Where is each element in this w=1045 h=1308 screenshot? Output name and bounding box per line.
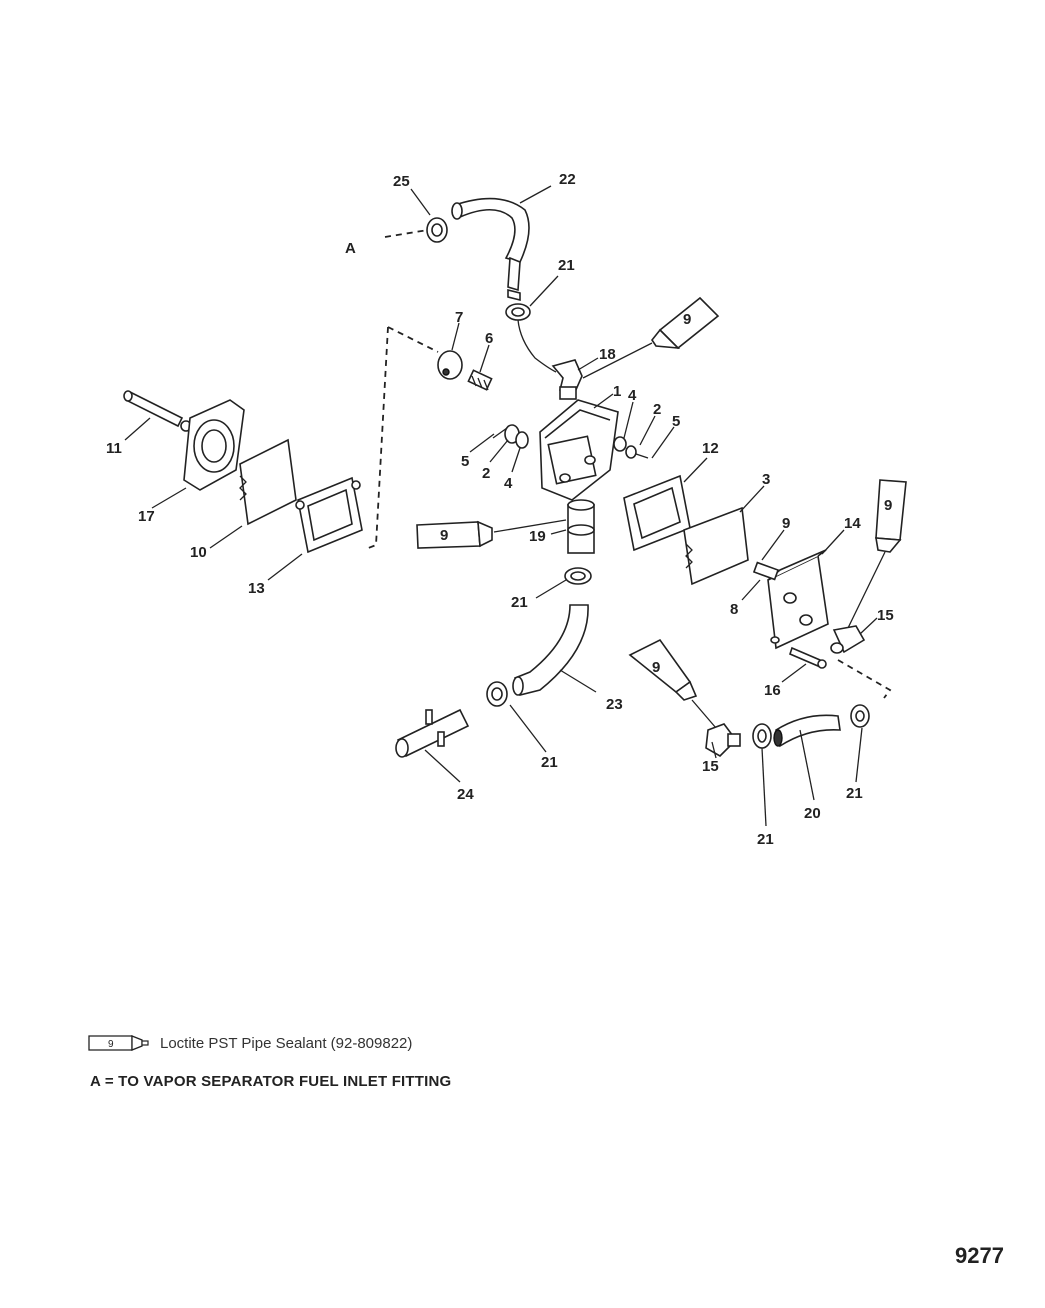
gasket-13 bbox=[295, 476, 363, 554]
callout-4-right: 4 bbox=[628, 387, 637, 404]
clamp-25 bbox=[426, 217, 448, 243]
elbow-fitting-18 bbox=[551, 359, 583, 400]
fitting-15-right bbox=[830, 625, 866, 654]
callout-21-middle: 21 bbox=[511, 594, 528, 611]
diaphragm-7 bbox=[437, 350, 463, 380]
callout-9: 9 bbox=[782, 515, 790, 532]
diaphragm-3 bbox=[683, 506, 749, 586]
tee-fitting-24 bbox=[395, 708, 470, 758]
hose-20 bbox=[773, 714, 841, 748]
svg-text:9: 9 bbox=[683, 311, 691, 328]
callout-12: 12 bbox=[702, 440, 719, 457]
sealant-tube-icon: 9 bbox=[88, 1035, 149, 1051]
callout-3: 3 bbox=[762, 471, 770, 488]
pin-11 bbox=[123, 390, 192, 432]
callout-2-right: 2 bbox=[653, 401, 661, 418]
svg-text:9: 9 bbox=[108, 1039, 114, 1050]
callout-21-top: 21 bbox=[558, 257, 575, 274]
callout-labels: 25 22 A 21 7 6 18 1 4 2 5 5 2 4 11 17 10… bbox=[106, 171, 894, 848]
callout-18: 18 bbox=[599, 346, 616, 363]
callout-10: 10 bbox=[190, 544, 207, 561]
hose-23 bbox=[512, 604, 589, 696]
clamp-21-top bbox=[505, 303, 531, 321]
legend: 9 Loctite PST Pipe Sealant (92-809822) bbox=[88, 1033, 412, 1053]
callout-5-left: 5 bbox=[461, 453, 469, 470]
callout-11: 11 bbox=[106, 440, 122, 457]
callout-7: 7 bbox=[455, 309, 463, 326]
svg-text:9: 9 bbox=[440, 527, 448, 544]
hose-22 bbox=[451, 197, 530, 302]
fitting-15-bottom bbox=[705, 723, 741, 757]
screw-16 bbox=[789, 646, 827, 669]
callout-24: 24 bbox=[457, 786, 474, 803]
callout-a: A bbox=[345, 240, 356, 257]
callout-5-right: 5 bbox=[672, 413, 680, 430]
callout-19: 19 bbox=[529, 528, 546, 545]
legend-text: Loctite PST Pipe Sealant (92-809822) bbox=[160, 1034, 413, 1052]
callout-21-bottom-right: 21 bbox=[846, 785, 863, 802]
gasket-12 bbox=[623, 474, 691, 552]
callout-22: 22 bbox=[559, 171, 576, 188]
cover-17 bbox=[183, 399, 245, 491]
figure-id: 9277 bbox=[955, 1243, 1004, 1268]
callout-14: 14 bbox=[844, 515, 861, 532]
callout-2-left: 2 bbox=[482, 465, 490, 482]
callout-23: 23 bbox=[606, 696, 623, 713]
cover-14 bbox=[767, 549, 829, 650]
callout-15-right: 15 bbox=[877, 607, 894, 624]
clamp-21-bottom-right bbox=[850, 704, 870, 728]
clamp-21-middle bbox=[564, 567, 592, 585]
callout-20: 20 bbox=[804, 805, 821, 822]
callout-17: 17 bbox=[138, 508, 155, 525]
pump-body-1 bbox=[539, 399, 619, 501]
leader-lines bbox=[124, 185, 878, 827]
callout-8: 8 bbox=[730, 601, 738, 618]
clamp-21-lower bbox=[486, 681, 508, 707]
check-valve-left bbox=[492, 424, 529, 449]
svg-text:9: 9 bbox=[884, 497, 892, 514]
callout-25: 25 bbox=[393, 173, 410, 190]
svg-text:9: 9 bbox=[652, 659, 660, 676]
spring-8 bbox=[752, 561, 780, 581]
callout-4-left: 4 bbox=[504, 475, 513, 492]
gasket-10 bbox=[239, 438, 297, 526]
note-a: A = TO VAPOR SEPARATOR FUEL INLET FITTIN… bbox=[90, 1073, 452, 1090]
callout-13: 13 bbox=[248, 580, 265, 597]
callout-15-bottom: 15 bbox=[702, 758, 719, 775]
check-valve-right bbox=[613, 436, 649, 459]
callout-6: 6 bbox=[485, 330, 493, 347]
fitting-19 bbox=[567, 499, 595, 554]
clamp-21-bottom-left bbox=[752, 723, 772, 749]
sealant-tube-bottom: 9 bbox=[628, 638, 698, 701]
sealant-tube-right: 9 bbox=[875, 479, 907, 553]
callout-16: 16 bbox=[764, 682, 781, 699]
callout-21-bottom-left: 21 bbox=[757, 831, 774, 848]
sealant-tube-upper: 9 bbox=[651, 296, 720, 350]
sealant-tube-left: 9 bbox=[416, 520, 493, 549]
callout-21-lower: 21 bbox=[541, 754, 558, 771]
spring-6 bbox=[467, 369, 493, 391]
callout-1: 1 bbox=[613, 383, 621, 400]
